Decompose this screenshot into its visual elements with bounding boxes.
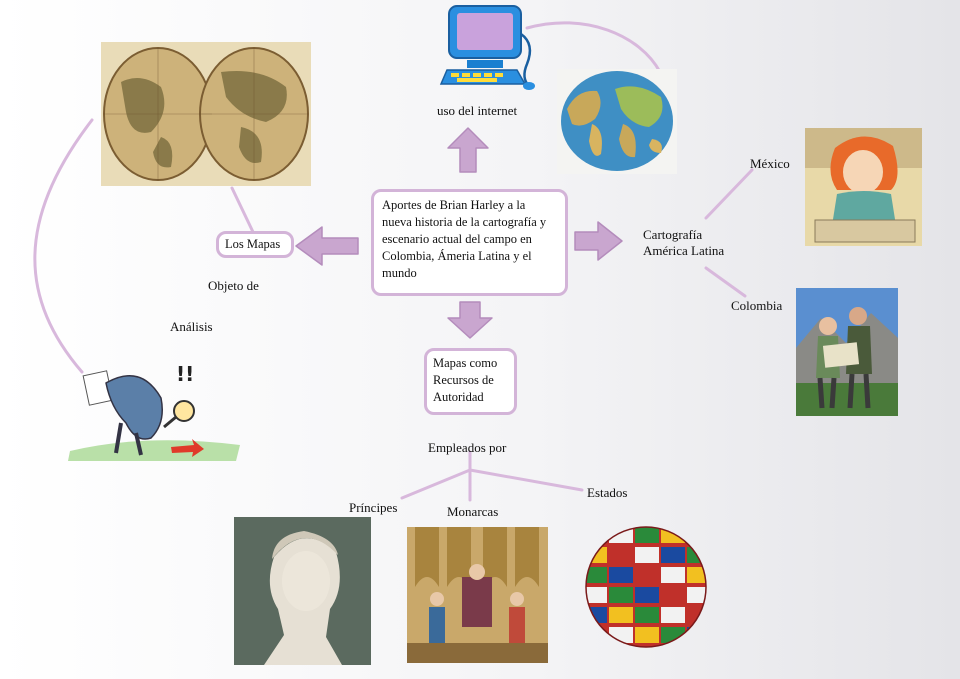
- cartografia-label: Cartografía América Latina: [643, 227, 725, 258]
- connector-to-colombia: [704, 266, 747, 298]
- arrow-right: [574, 221, 623, 261]
- central-topic-text: Aportes de Brian Harley a la nueva histo…: [382, 198, 547, 280]
- colombia-label: Colombia: [731, 298, 783, 313]
- connector-computer-to-globe: [525, 21, 662, 74]
- principes-label: Príncipes: [349, 500, 398, 515]
- flags-sphere-image: [583, 519, 709, 655]
- central-topic-box: Aportes de Brian Harley a la nueva histo…: [371, 189, 568, 296]
- antique-world-map-image: [101, 42, 311, 186]
- analisis-label: Análisis: [170, 319, 213, 334]
- connector-to-estados: [468, 468, 584, 492]
- monarcas-label: Monarcas: [447, 504, 499, 519]
- mapas-autoridad-label: Mapas como Recursos de Autoridad: [433, 356, 498, 404]
- medieval-court-scene-image: [407, 527, 548, 663]
- magnifier-searcher-image: !!: [66, 353, 242, 463]
- objeto-de-label: Objeto de: [208, 278, 259, 293]
- uso-internet-label: uso del internet: [437, 103, 518, 118]
- anime-girl-reading-map-image: [805, 128, 922, 246]
- connector-map-to-searcher: [33, 118, 94, 374]
- world-globe-image: [557, 69, 677, 174]
- classical-bust-image: [234, 517, 371, 665]
- connector-to-principes: [400, 468, 472, 500]
- mexico-label: México: [750, 156, 790, 171]
- los-mapas-label: Los Mapas: [225, 237, 281, 251]
- mapas-autoridad-box: Mapas como Recursos de Autoridad: [424, 348, 517, 415]
- los-mapas-box: Los Mapas: [216, 231, 294, 258]
- computer-icon: [437, 4, 537, 90]
- hikers-with-map-image: [796, 288, 898, 416]
- arrow-left: [295, 226, 359, 266]
- connector-map-to-los-mapas: [230, 186, 255, 234]
- arrow-up: [447, 127, 489, 173]
- estados-label: Estados: [587, 485, 628, 500]
- svg-text:!!: !!: [176, 362, 194, 386]
- arrow-down: [447, 301, 493, 339]
- empleados-por-label: Empleados por: [428, 440, 507, 455]
- connector-to-mexico: [704, 168, 754, 220]
